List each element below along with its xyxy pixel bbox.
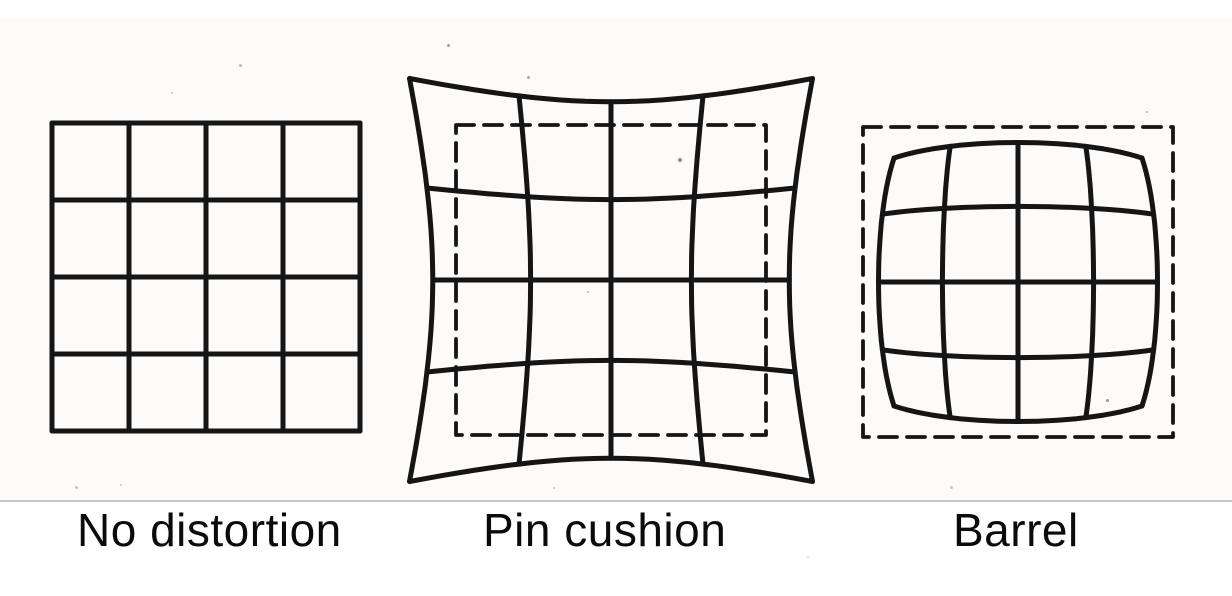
scan-speckle — [678, 158, 682, 162]
grid-vline — [786, 76, 815, 484]
panel-no-distortion — [49, 120, 363, 434]
scan-speckle — [950, 486, 953, 489]
caption-no-distortion: No distortion — [77, 504, 342, 556]
grid-hline — [891, 403, 1145, 424]
scan-speckle — [807, 556, 809, 558]
panel-barrel — [861, 125, 1175, 439]
grid-hline — [407, 455, 815, 484]
grid-hline — [891, 140, 1145, 161]
scan-speckle — [587, 291, 589, 293]
caption-barrel: Barrel — [953, 504, 1079, 556]
grid-vline — [407, 76, 436, 484]
scan-speckle — [1106, 399, 1109, 402]
scan-speckle — [171, 92, 173, 94]
scan-speckle — [1146, 111, 1148, 113]
panel-pincushion — [407, 76, 815, 484]
grid-hline — [424, 185, 798, 203]
scan-speckle — [553, 487, 555, 489]
scan-speckle — [239, 64, 242, 67]
grid-hline — [879, 203, 1157, 217]
reference-dashed-square — [861, 125, 1175, 439]
caption-pin-cushion: Pin cushion — [483, 504, 727, 556]
scan-speckle — [75, 486, 78, 489]
grid-hline — [407, 76, 815, 105]
grid-hline — [879, 347, 1157, 361]
scan-speckle — [447, 44, 450, 47]
scan-speckle — [527, 76, 530, 79]
grid-hline — [424, 357, 798, 375]
scan-speckle — [120, 484, 122, 486]
